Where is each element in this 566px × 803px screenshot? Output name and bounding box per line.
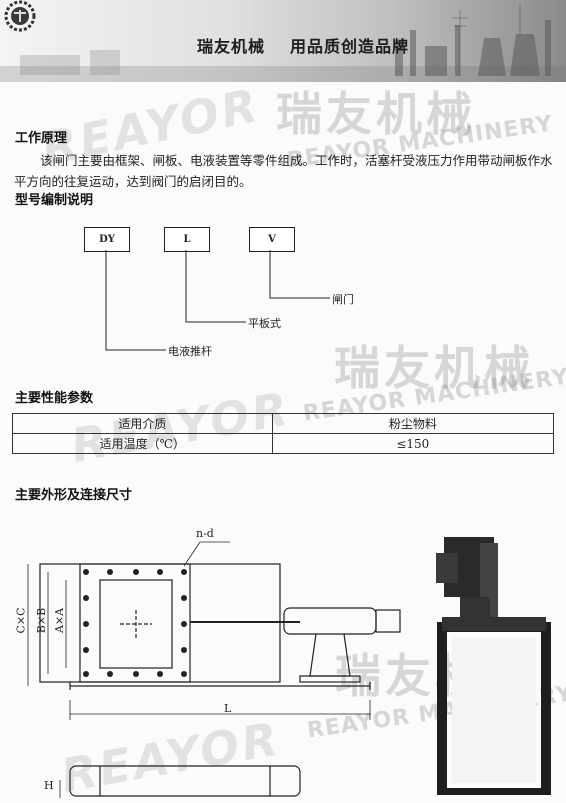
label-bxb: B×B — [35, 607, 49, 634]
company-logo-icon — [4, 0, 36, 32]
gate-drawing — [27, 541, 401, 798]
label-h: H — [44, 779, 54, 792]
params-title: 主要性能参数 — [15, 391, 94, 406]
label-electro-hydraulic-pusher: 电液推杆 — [168, 345, 212, 358]
principle-text: 该闸门主要由框架、闸板、电液装置等零件组成。工作时，活塞杆受液压力作用带动闸板作… — [14, 153, 553, 189]
code-box-dy: DY — [84, 227, 130, 252]
table-cell: 适用介质 — [12, 413, 273, 434]
brand-name: 瑞友机械 — [197, 37, 266, 56]
product-photo — [436, 537, 551, 795]
table-row: 适用介质 粉尘物料 — [12, 413, 555, 434]
brand-slogan: 用品质创造品牌 — [290, 37, 410, 56]
label-flat-type: 平板式 — [248, 317, 281, 330]
params-table: 适用介质 粉尘物料 适用温度（℃） ≤150 — [12, 413, 555, 454]
watermark-cn: 瑞友机械 — [276, 87, 476, 141]
principle-title: 工作原理 — [15, 131, 68, 146]
label-gate: 闸门 — [332, 293, 354, 306]
table-cell: 粉尘物料 — [271, 413, 555, 434]
table-cell: 适用温度（℃） — [12, 433, 273, 454]
table-cell: ≤150 — [271, 433, 555, 454]
code-box-v: V — [249, 227, 295, 252]
label-nd: n-d — [196, 527, 214, 540]
label-axa: A×A — [53, 607, 67, 634]
dims-title: 主要外形及连接尺寸 — [15, 488, 133, 503]
header-banner: 瑞友机械 用品质创造品牌 — [0, 0, 566, 82]
table-row: 适用温度（℃） ≤150 — [12, 433, 555, 454]
model-callout-lines — [105, 250, 330, 351]
code-box-l: L — [164, 227, 210, 252]
label-cxc: C×C — [14, 607, 28, 634]
model-title: 型号编制说明 — [15, 193, 94, 208]
industrial-skyline-graphic — [0, 5, 566, 82]
label-l: L — [224, 702, 232, 715]
